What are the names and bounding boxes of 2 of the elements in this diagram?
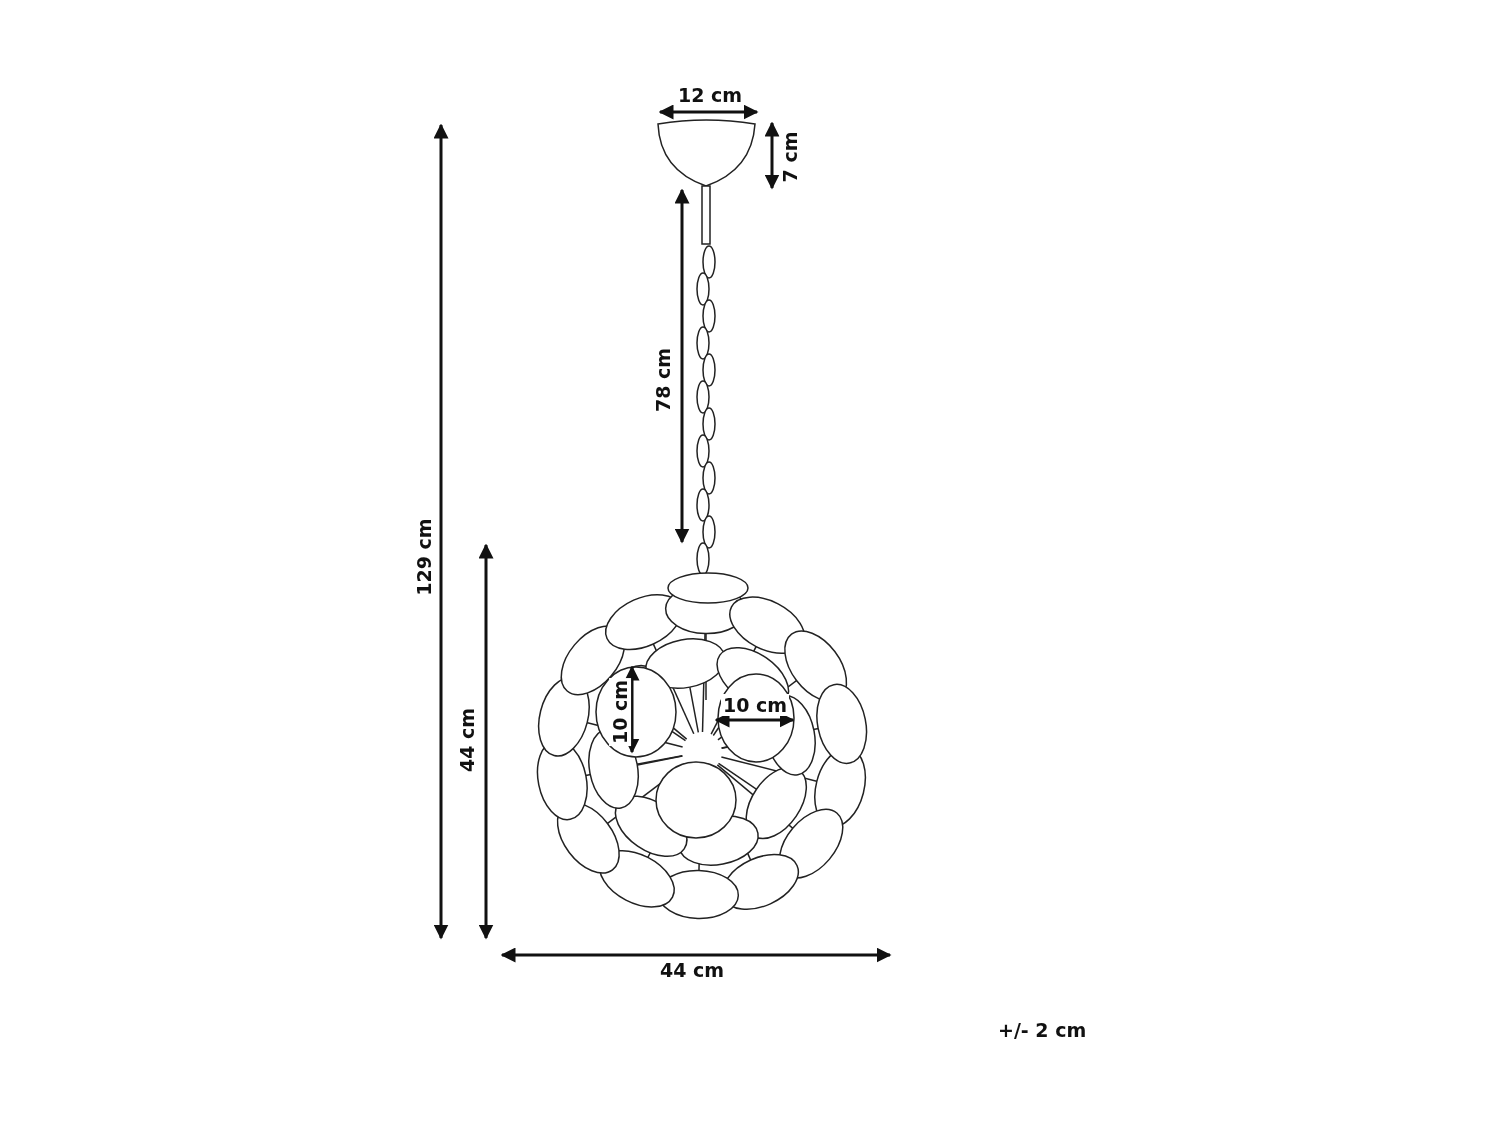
dimension-label: 10 cm xyxy=(609,677,632,747)
dimension-label: 10 cm xyxy=(721,694,790,716)
